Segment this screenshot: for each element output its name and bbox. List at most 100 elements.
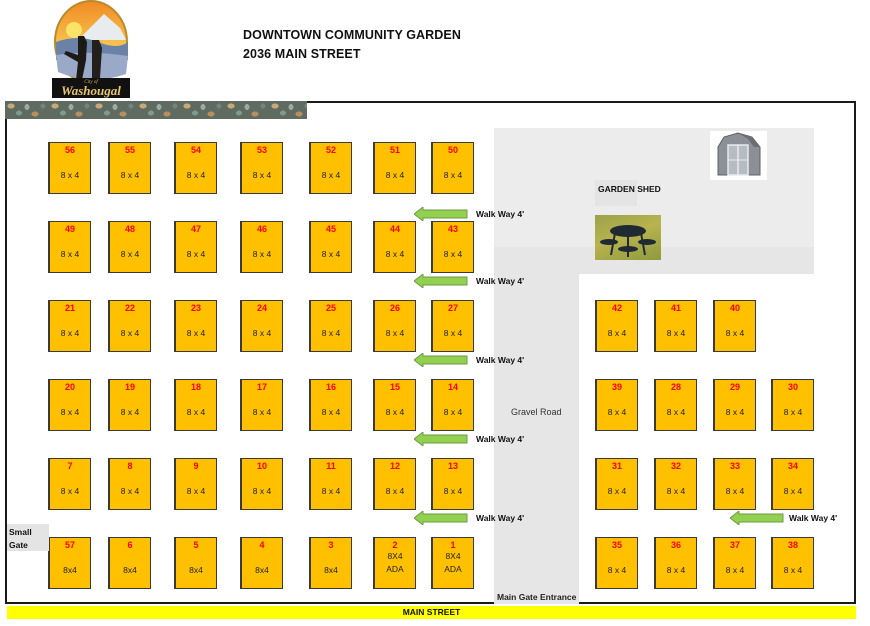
garden-shed-icon: [710, 131, 767, 180]
plot-size: 8 x 4: [666, 486, 686, 496]
plot-size: 8 x 4: [321, 249, 341, 259]
plot-size: 8X4: [387, 551, 403, 561]
garden-plot[interactable]: 22 8 x 4: [108, 300, 151, 352]
plot-size: 8 x 4: [783, 486, 803, 496]
plot-number: 33: [729, 461, 740, 471]
plot-size: 8 x 4: [186, 249, 206, 259]
plot-size: 8 x 4: [252, 407, 272, 417]
plot-number: 3: [328, 540, 334, 550]
garden-plot[interactable]: 47 8 x 4: [174, 221, 217, 273]
plot-ada-note: ADA: [386, 564, 404, 574]
plot-number: 40: [729, 303, 740, 313]
plot-size: 8 x 4: [607, 486, 627, 496]
plot-number: 55: [124, 145, 135, 155]
plot-size: 8 x 4: [186, 328, 206, 338]
plot-number: 32: [670, 461, 681, 471]
walkway-label: Walk Way 4': [476, 209, 525, 219]
plot-size: 8 x 4: [385, 249, 405, 259]
garden-plot[interactable]: 30 8 x 4: [771, 379, 814, 431]
plot-size: 8 x 4: [60, 249, 80, 259]
plot-number: 21: [64, 303, 75, 313]
page-title: DOWNTOWN COMMUNITY GARDEN: [243, 28, 461, 42]
plot-number: 8: [127, 461, 133, 471]
gravel-road: [494, 273, 579, 604]
plot-number: 30: [787, 382, 798, 392]
garden-plot[interactable]: 32 8 x 4: [654, 458, 697, 510]
shed-label-background: [595, 180, 637, 206]
garden-boundary: [5, 101, 856, 604]
plot-size: 8 x 4: [252, 249, 272, 259]
plot-size: 8 x 4: [120, 328, 140, 338]
left-arrow-icon: [414, 353, 468, 367]
plot-size: 8 x 4: [725, 486, 745, 496]
plot-size: 8 x 4: [783, 407, 803, 417]
plot-number: 47: [190, 224, 201, 234]
plot-size: 8 x 4: [666, 565, 686, 575]
city-logo: City of Washougal: [48, 0, 134, 100]
plot-number: 12: [389, 461, 400, 471]
plot-number: 22: [124, 303, 135, 313]
garden-plot[interactable]: 33 8 x 4: [713, 458, 756, 510]
plot-number: 42: [611, 303, 622, 313]
plot-number: 25: [325, 303, 336, 313]
plot-number: 37: [729, 540, 740, 550]
plot-size: 8 x 4: [443, 407, 463, 417]
plot-size: 8x4: [255, 565, 269, 575]
garden-plot[interactable]: 45 8 x 4: [309, 221, 352, 273]
main-street-bar: MAIN STREET: [7, 606, 856, 619]
plot-number: 45: [325, 224, 336, 234]
plot-number: 38: [787, 540, 798, 550]
